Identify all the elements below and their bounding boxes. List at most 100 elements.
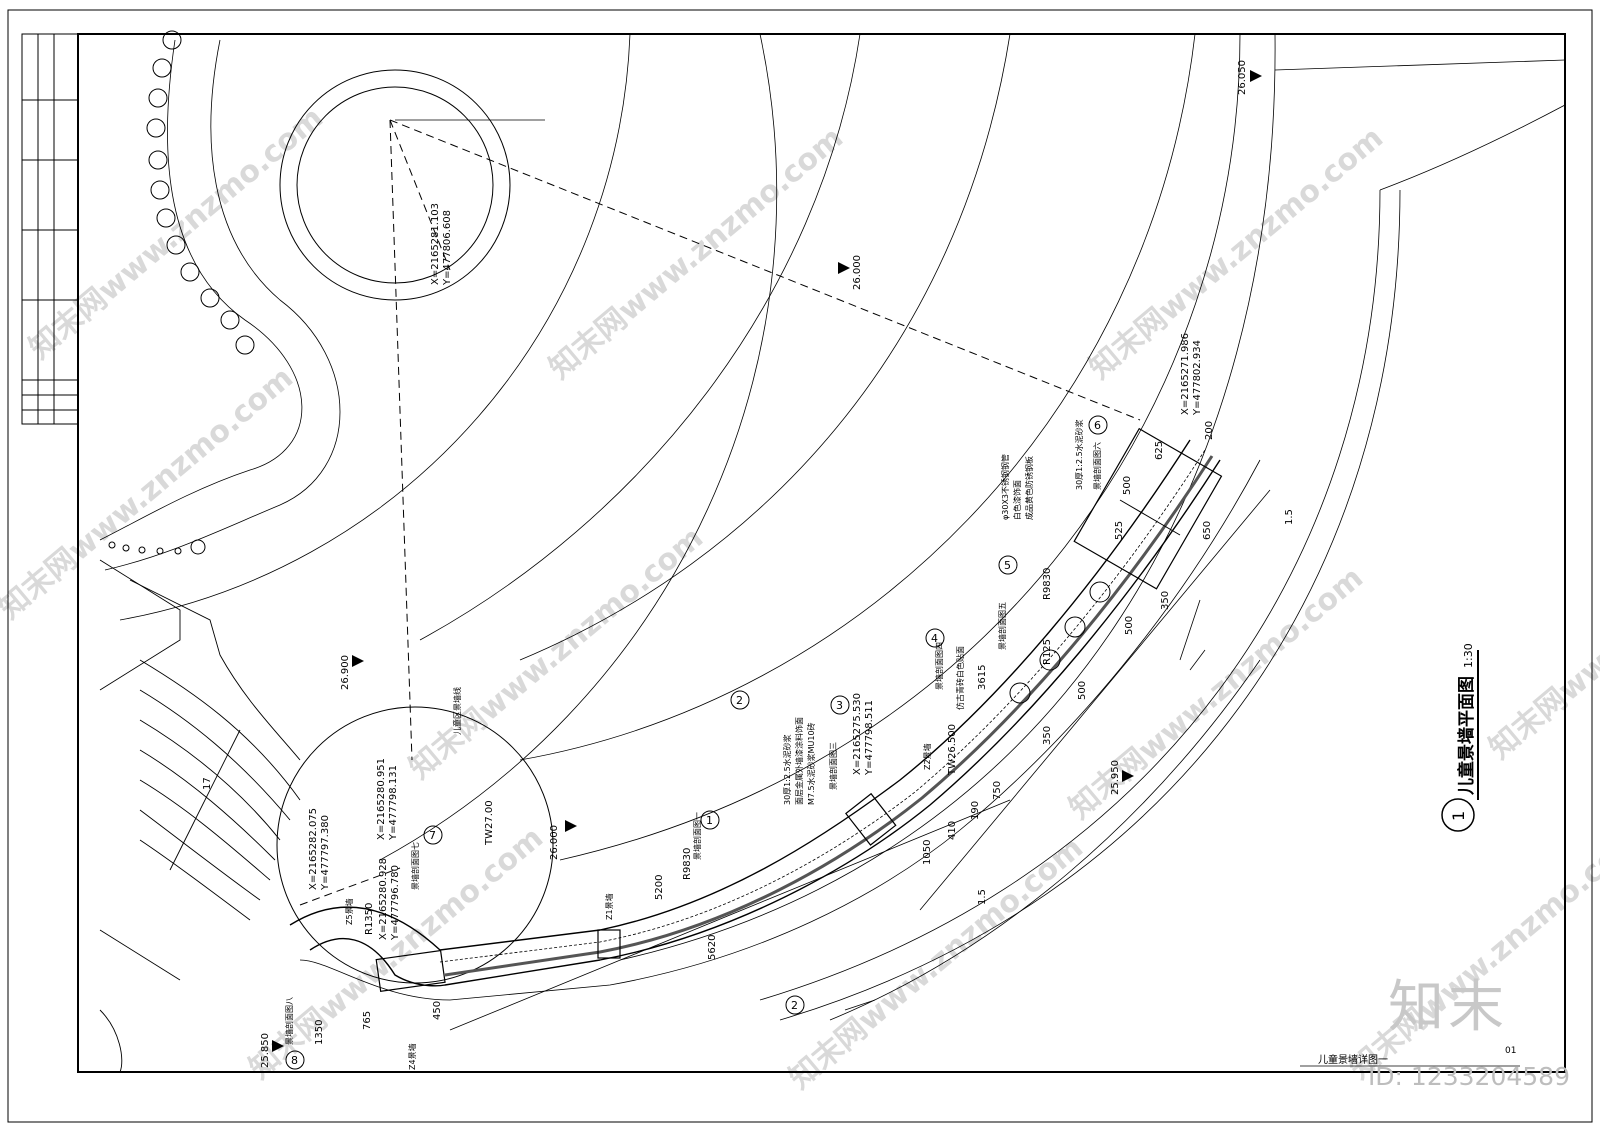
svg-text:3: 3 bbox=[836, 699, 843, 712]
label-note1: 30厚1:2.5水泥砂浆 bbox=[782, 734, 792, 805]
slope-a: 1.5 bbox=[1284, 509, 1295, 525]
watermark-text: 知末网www.znzmo.com bbox=[1483, 500, 1600, 766]
dim-5200: 5200 bbox=[654, 875, 665, 900]
label-sec3: 景墙剖面图三 bbox=[828, 742, 838, 790]
label-note4: φ30X3不锈钢钢管 bbox=[1000, 454, 1010, 520]
coordinate-labels: X=2165281.103 Y=477806.608 X=2165271.986… bbox=[308, 203, 1203, 941]
dim-765: 765 bbox=[362, 1011, 373, 1030]
level-bottom-left: 25.850 bbox=[260, 1033, 271, 1068]
dim-500b: 500 bbox=[1124, 616, 1135, 635]
watermark-text: 知末网www.znzmo.com bbox=[23, 100, 330, 366]
svg-text:1: 1 bbox=[706, 814, 713, 827]
label-sec4: 景墙剖面图四 bbox=[934, 642, 944, 690]
watermark-text: 知末网www.znzmo.com bbox=[1343, 820, 1600, 1086]
annotation-labels: Z1景墙 Z2景墙 Z4景墙 Z5景墙 景墙剖面图一 景墙剖面图三 景墙剖面图四… bbox=[284, 419, 1102, 1070]
coord-c6-y: Y=477798.511 bbox=[864, 700, 875, 776]
svg-text:4: 4 bbox=[931, 632, 938, 645]
svg-text:7: 7 bbox=[429, 829, 436, 842]
callout-3: 3 bbox=[830, 695, 850, 715]
steps bbox=[99, 559, 301, 1073]
drawing-title: 1 儿童景墙平面图 1:30 bbox=[1441, 643, 1479, 832]
callout-2b: 2 bbox=[785, 995, 805, 1015]
coord-c1-x: X=2165281.103 bbox=[430, 203, 441, 285]
dim-17: 17 bbox=[202, 777, 213, 790]
callout-7: 7 bbox=[423, 825, 443, 845]
coord-c4-y: Y=477797.380 bbox=[320, 815, 331, 891]
svg-text:2: 2 bbox=[791, 999, 798, 1012]
label-z5: Z5景墙 bbox=[344, 898, 354, 925]
level-right-lower: 25.950 bbox=[1110, 760, 1121, 795]
callout-8: 8 bbox=[285, 1050, 305, 1070]
dim-r9830b: R9830 bbox=[1042, 568, 1053, 600]
coord-c2-x: X=2165271.986 bbox=[1180, 333, 1191, 415]
level-tw-mid: TW26.500 bbox=[947, 724, 958, 776]
coord-c2-y: Y=477802.934 bbox=[1192, 340, 1203, 416]
level-top-right: 26.050 bbox=[1237, 60, 1248, 95]
outer-frame bbox=[7, 9, 1593, 1123]
dim-3615: 3615 bbox=[977, 665, 988, 690]
label-sec1: 景墙剖面图一 bbox=[692, 812, 702, 860]
landscape-wall bbox=[289, 427, 1261, 1001]
title-scale: 1:30 bbox=[1462, 643, 1475, 668]
slope-b: 1.5 bbox=[977, 889, 988, 905]
dim-450: 450 bbox=[432, 1001, 443, 1020]
callout-2: 2 bbox=[730, 690, 750, 710]
dim-190: 190 bbox=[970, 801, 981, 820]
section-callouts: 1 2 3 4 5 6 7 8 2 bbox=[285, 415, 1108, 1070]
dim-500c: 500 bbox=[1077, 681, 1088, 700]
label-sec7: 景墙剖面图七 bbox=[410, 842, 420, 890]
inner-frame bbox=[77, 33, 1566, 1073]
watermark-text: 知末网www.znzmo.com bbox=[1083, 120, 1390, 386]
label-note2: 面层金属外墙漆涂料饰面 bbox=[794, 717, 804, 805]
dim-5620: 5620 bbox=[707, 935, 718, 960]
label-sec6: 景墙剖面图六 bbox=[1092, 442, 1102, 490]
dim-r1350: R1350 bbox=[364, 903, 375, 935]
dim-500a: 500 bbox=[1122, 476, 1133, 495]
title-text: 儿童景墙平面图 bbox=[1456, 676, 1477, 796]
footer-title: 儿童景墙详图一 bbox=[1318, 1053, 1388, 1066]
coord-c5-x: X=2165280.928 bbox=[378, 858, 389, 940]
svg-text:6: 6 bbox=[1094, 419, 1101, 432]
dim-1350: 1350 bbox=[314, 1020, 325, 1045]
view-number: 1 bbox=[1449, 811, 1468, 821]
label-note7: 30厚1:2.5水泥砂浆 bbox=[1074, 419, 1084, 490]
watermark-text: 知末网www.znzmo.com bbox=[243, 820, 550, 1086]
dim-625: 625 bbox=[1154, 441, 1165, 460]
dim-r125: R125 bbox=[1042, 639, 1053, 665]
tree-row bbox=[99, 30, 341, 571]
watermark-text: 知末网www.znzmo.com bbox=[0, 360, 300, 626]
watermark-text: 知末网www.znzmo.com bbox=[403, 520, 710, 786]
level-tw-left: TW27.00 bbox=[484, 800, 495, 846]
svg-text:8: 8 bbox=[291, 1054, 298, 1067]
upper-circle-plaza bbox=[279, 69, 545, 301]
dim-1050: 1050 bbox=[922, 840, 933, 865]
callout-6: 6 bbox=[1088, 415, 1108, 435]
dim-350a: 350 bbox=[1160, 591, 1171, 610]
brand-watermark: 知末 bbox=[1388, 975, 1508, 1040]
level-labels: 26.050 26.000 26.900 26.000 25.950 25.85… bbox=[260, 60, 1262, 1068]
dashed-lines bbox=[299, 119, 1141, 906]
footer: 儿童景墙详图一 01 bbox=[1300, 1046, 1520, 1067]
label-sec5: 景墙剖面图五 bbox=[997, 602, 1007, 650]
level-left: 26.900 bbox=[340, 655, 351, 690]
level-center-arc: 26.000 bbox=[852, 255, 863, 290]
label-note6: 成品黄色防锈钢板 bbox=[1024, 456, 1034, 520]
label-z4: Z4景墙 bbox=[407, 1043, 417, 1070]
coord-c1-y: Y=477806.608 bbox=[442, 210, 453, 286]
label-note3: M7.5水泥砂浆MU10砖 bbox=[806, 722, 816, 805]
label-z1: Z1景墙 bbox=[604, 893, 614, 920]
callout-5: 5 bbox=[998, 555, 1018, 575]
dimension-labels: 5620 5200 R9830 R9830 R1350 R125 1050 45… bbox=[202, 421, 1295, 1045]
level-mid: 26.000 bbox=[549, 825, 560, 860]
dim-200: 200 bbox=[1204, 421, 1215, 440]
dim-525: 525 bbox=[1114, 521, 1125, 540]
dim-750: 750 bbox=[992, 781, 1003, 800]
dim-650: 650 bbox=[1202, 521, 1213, 540]
callout-1: 1 bbox=[700, 810, 720, 830]
title-block bbox=[21, 33, 79, 425]
dim-350b: 350 bbox=[1042, 726, 1053, 745]
watermark-text: 知末网www.znzmo.com bbox=[543, 120, 850, 386]
dim-r9830a: R9830 bbox=[682, 848, 693, 880]
